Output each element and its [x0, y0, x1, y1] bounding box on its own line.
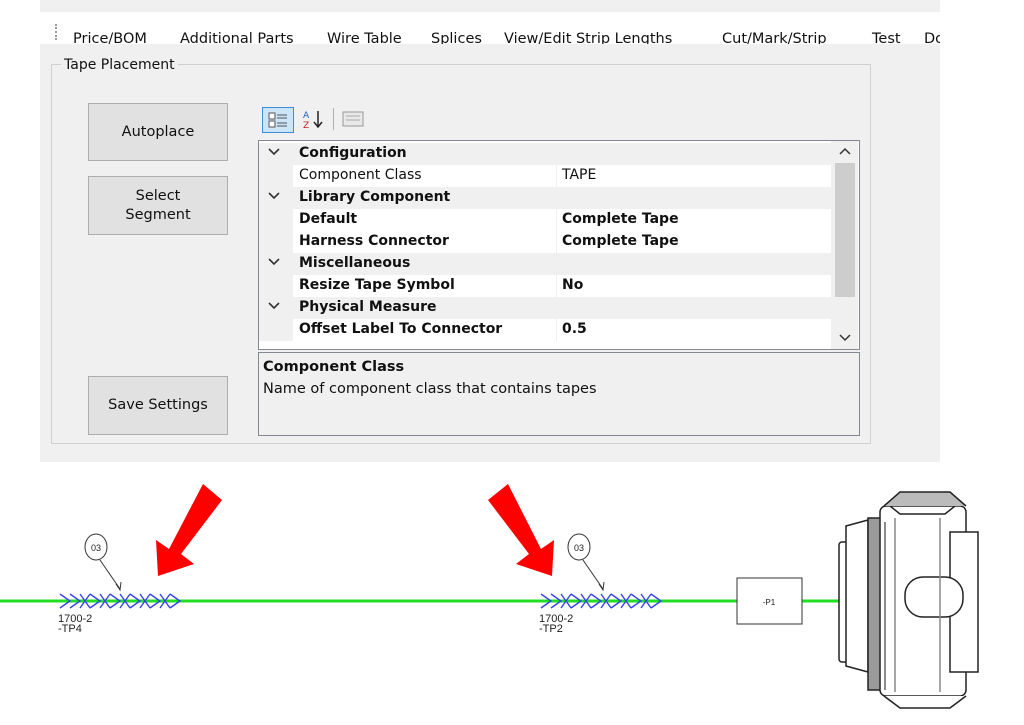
property-row-resize-tape-symbol[interactable]: Resize Tape Symbol No — [259, 275, 831, 297]
row-gutter — [259, 209, 293, 231]
tape-symbol-tp4[interactable] — [59, 593, 182, 609]
select-segment-label-1: Select — [135, 187, 181, 204]
property-row-default[interactable]: Default Complete Tape — [259, 209, 831, 231]
menu-view-edit-strip-lengths[interactable]: View/Edit Strip Lengths — [504, 31, 673, 44]
balloon-tp2 — [567, 533, 605, 592]
property-grid[interactable]: Configuration Component Class TAPE Libra… — [258, 140, 860, 350]
menu-additional-parts[interactable]: Additional Parts — [180, 31, 294, 44]
chevron-down-icon[interactable] — [267, 145, 281, 159]
row-gutter — [259, 275, 293, 297]
connector-label: -P1 — [763, 598, 776, 607]
category-row-configuration[interactable]: Configuration — [259, 143, 831, 165]
property-value[interactable]: Complete Tape — [562, 233, 679, 249]
balloon-number: 03 — [574, 543, 584, 553]
category-row-physical-measure[interactable]: Physical Measure — [259, 297, 831, 319]
property-name: Component Class — [299, 167, 422, 183]
column-separator — [556, 165, 557, 187]
menu-splices[interactable]: Splices — [431, 31, 482, 44]
categorized-view-icon — [268, 112, 287, 128]
category-label: Miscellaneous — [299, 255, 411, 271]
tape-symbol-tp2[interactable] — [540, 593, 663, 609]
tape-placement-panel: Price/BOM Additional Parts Wire Table Sp… — [40, 0, 940, 462]
row-gutter — [259, 165, 293, 187]
property-pages-button[interactable] — [339, 107, 367, 131]
menu-bar: Price/BOM Additional Parts Wire Table Sp… — [40, 12, 940, 44]
chevron-down-icon[interactable] — [267, 299, 281, 313]
connector-icon[interactable] — [838, 491, 979, 709]
autoplace-label: Autoplace — [121, 123, 195, 140]
balloon-number: 03 — [91, 543, 101, 553]
tape-part-number: 1700-2 — [539, 613, 573, 625]
sort-alphabetical-button[interactable]: A Z — [300, 107, 328, 131]
description-text: Name of component class that contains ta… — [263, 381, 597, 397]
property-name: Offset Label To Connector — [299, 321, 503, 337]
property-row-component-class[interactable]: Component Class TAPE — [259, 165, 831, 187]
column-separator — [556, 319, 557, 341]
property-row-offset-label[interactable]: Offset Label To Connector 0.5 — [259, 319, 831, 341]
autoplace-button[interactable]: Autoplace — [88, 103, 228, 161]
menu-test[interactable]: Test — [872, 31, 901, 44]
menu-cut-mark-strip[interactable]: Cut/Mark/Strip — [722, 31, 827, 44]
save-settings-label: Save Settings — [108, 397, 208, 413]
property-value[interactable]: TAPE — [562, 167, 597, 183]
column-separator — [556, 275, 557, 297]
property-name: Default — [299, 211, 358, 227]
chevron-down-icon[interactable] — [267, 189, 281, 203]
svg-text:Z: Z — [303, 121, 309, 129]
category-label: Configuration — [299, 145, 407, 161]
harness-drawing: 03 1700-2 -TP4 03 1700-2 -TP2 -P1 — [0, 484, 979, 709]
column-separator — [556, 231, 557, 253]
property-name: Resize Tape Symbol — [299, 277, 455, 293]
categorized-view-button[interactable] — [262, 107, 294, 133]
tape-reference: -TP4 — [58, 623, 82, 635]
menu-price-bom[interactable]: Price/BOM — [73, 31, 147, 44]
sort-alphabetical-icon: A Z — [303, 111, 323, 129]
scrollbar-thumb[interactable] — [835, 163, 855, 297]
description-panel: Component Class Name of component class … — [258, 352, 860, 436]
row-gutter — [259, 231, 293, 253]
column-separator — [556, 209, 557, 231]
select-segment-label-2: Segment — [125, 206, 191, 223]
property-row-harness-connector[interactable]: Harness Connector Complete Tape — [259, 231, 831, 253]
group-label: Tape Placement — [61, 57, 178, 73]
tape-placement-groupbox — [51, 64, 871, 444]
menu-do[interactable]: Do — [924, 31, 940, 44]
select-segment-button[interactable]: Select Segment — [88, 176, 228, 235]
property-pages-icon — [342, 111, 364, 127]
chevron-up-icon[interactable] — [839, 146, 851, 156]
category-label: Library Component — [299, 189, 451, 205]
save-settings-button[interactable]: Save Settings — [88, 376, 228, 435]
property-name: Harness Connector — [299, 233, 449, 249]
property-value[interactable]: Complete Tape — [562, 211, 679, 227]
property-value[interactable]: No — [562, 277, 584, 293]
menu-wire-table[interactable]: Wire Table — [327, 31, 402, 44]
tape-part-number: 1700-2 — [58, 613, 92, 625]
tape-reference: -TP2 — [539, 623, 563, 635]
category-row-miscellaneous[interactable]: Miscellaneous — [259, 253, 831, 275]
svg-text:A: A — [303, 111, 310, 121]
arrow-right-red — [488, 484, 554, 576]
row-gutter — [259, 319, 293, 341]
chevron-down-icon[interactable] — [267, 255, 281, 269]
toolbar-separator — [333, 108, 334, 130]
chevron-down-icon[interactable] — [839, 333, 851, 343]
category-row-library-component[interactable]: Library Component — [259, 187, 831, 209]
property-value[interactable]: 0.5 — [562, 321, 587, 337]
vertical-scrollbar[interactable] — [831, 141, 858, 349]
arrow-left-red — [156, 484, 222, 576]
category-label: Physical Measure — [299, 299, 437, 315]
description-title: Component Class — [263, 359, 405, 375]
toolbar-grip[interactable] — [55, 24, 59, 40]
connector-label-box[interactable] — [736, 577, 803, 625]
balloon-tp4 — [84, 533, 122, 592]
